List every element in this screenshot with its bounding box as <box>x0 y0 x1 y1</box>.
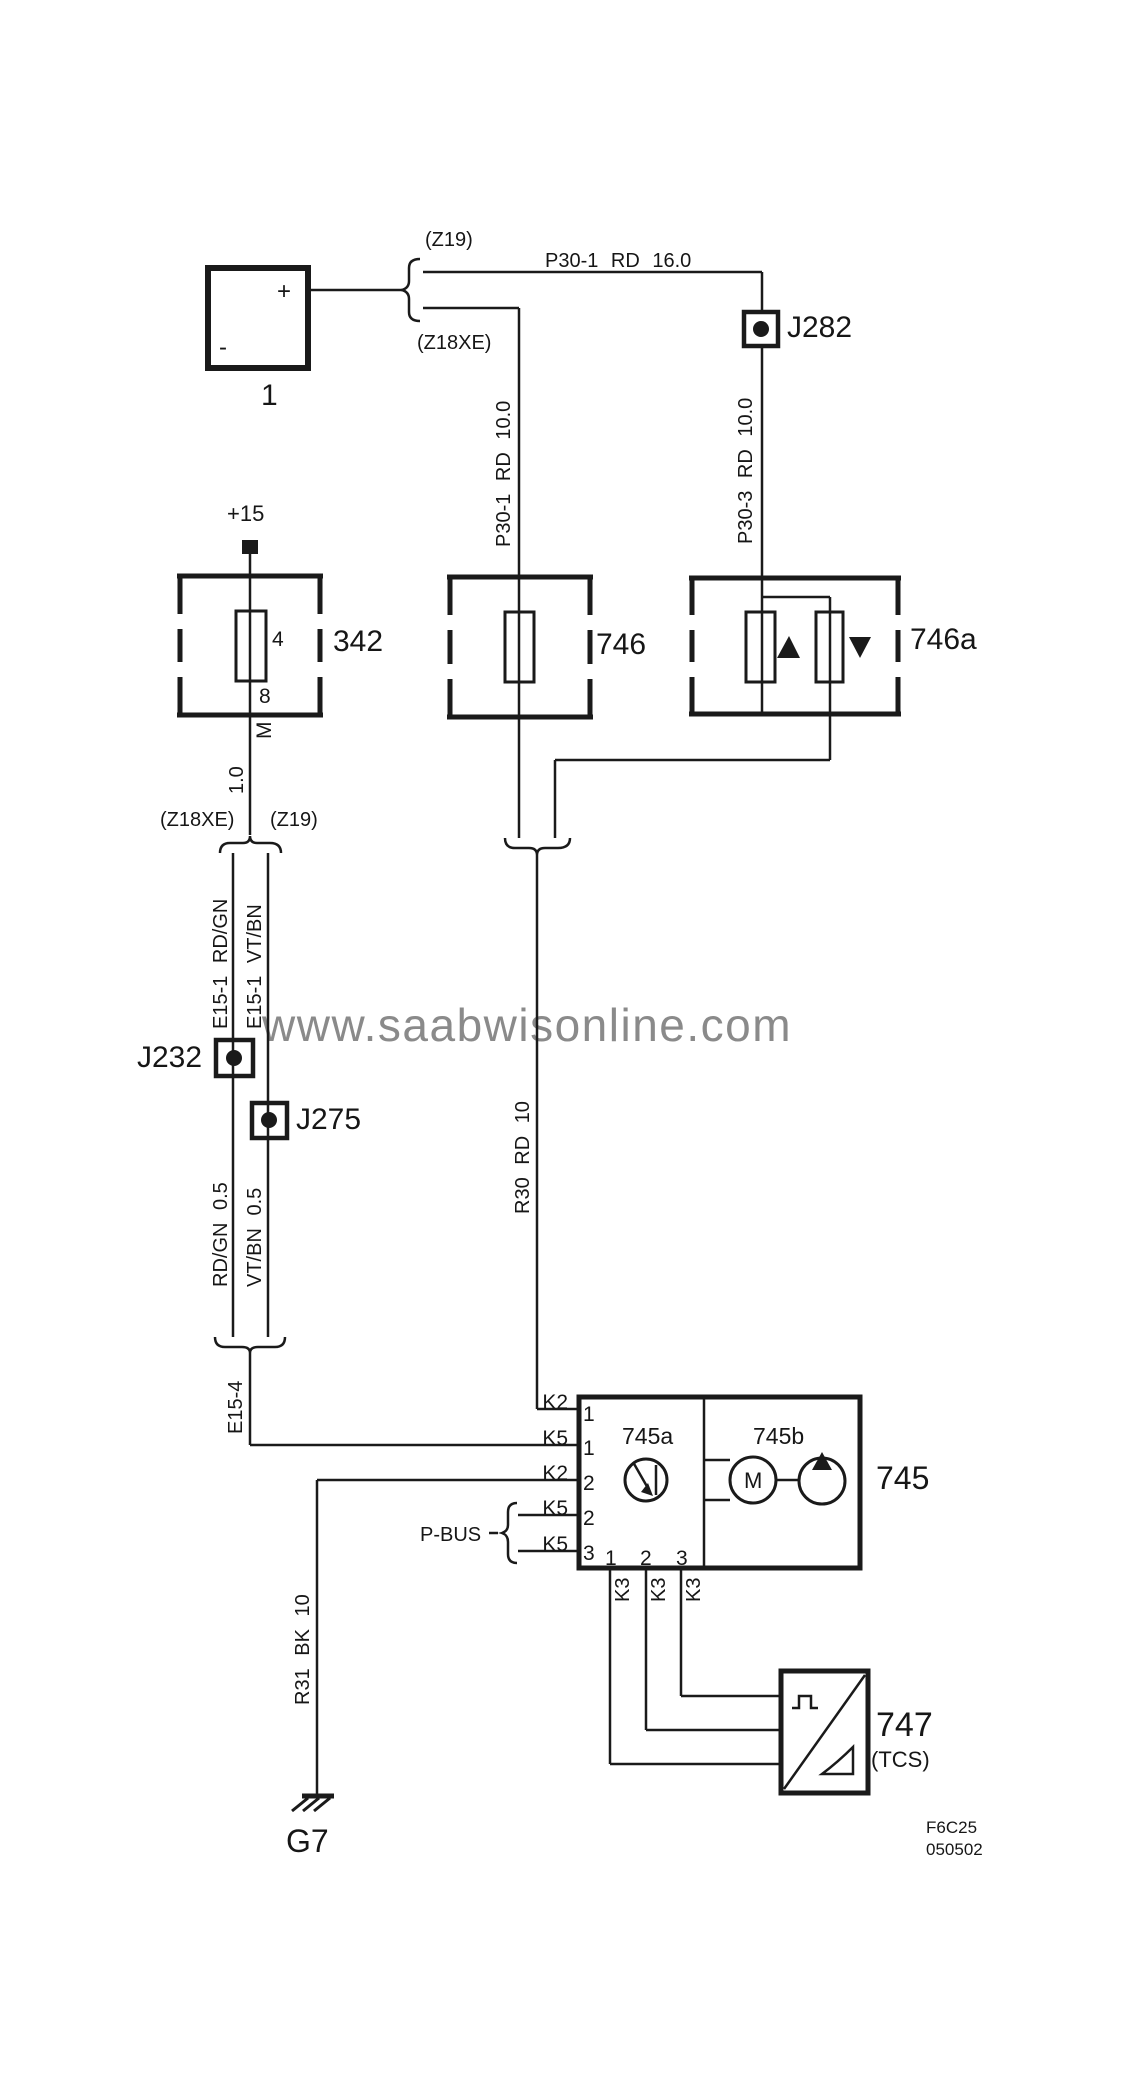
section-label-745b: 745b <box>753 1423 805 1449</box>
junction-j232 <box>213 1037 256 1079</box>
slip-ramp-icon <box>818 1743 855 1776</box>
relay-box-746a <box>689 575 901 760</box>
wire-label-p30-1-main: P30-1 RD 16.0 <box>545 250 692 272</box>
up-triangle-icon <box>777 636 800 658</box>
battery-id-label: 1 <box>261 379 278 412</box>
component-label-342: 342 <box>333 625 384 658</box>
pin-label-4: 4 <box>272 628 284 651</box>
split-brace-battery <box>397 257 421 323</box>
fuse-element-746 <box>503 610 536 684</box>
wire-label-p30-1-branch: P30-1 RD 10.0 <box>493 400 515 547</box>
down-triangle-icon <box>849 637 871 658</box>
pin-label-745-1b: 1 <box>583 1437 595 1460</box>
wire-e15-4 <box>248 1353 579 1447</box>
component-label-746a: 746a <box>910 623 977 656</box>
battery-plus-label: + <box>277 278 292 305</box>
wire-p30-1-main <box>423 270 764 578</box>
wire-r30 <box>535 855 579 1411</box>
connector-label-k5-3: K5 <box>542 1533 568 1556</box>
pump-valve-symbol-745a <box>623 1457 669 1503</box>
ground-symbol-g7 <box>291 1793 334 1813</box>
wire-label-rdgn-05: RD/GN 0.5 <box>210 1182 232 1287</box>
variant-label-z19-top: (Z19) <box>425 229 473 251</box>
doc-date: 050502 <box>926 1840 983 1859</box>
connector-label-k3-1: K3 <box>612 1577 634 1602</box>
wire-label-vtbn-05: VT/BN 0.5 <box>244 1187 266 1287</box>
system-label-tcs: (TCS) <box>871 1747 930 1772</box>
pin-label-745-2b: 2 <box>583 1507 595 1530</box>
section-label-745a: 745a <box>622 1423 674 1449</box>
connector-label-k2-1: K2 <box>542 1391 568 1414</box>
p-bus-label: P-BUS <box>420 1524 482 1546</box>
pin-label-745-bottom-1: 1 <box>605 1547 617 1570</box>
connector-label-k3-3: K3 <box>683 1577 705 1602</box>
pump-triangle-icon <box>812 1452 832 1470</box>
terminal-15-label: +15 <box>227 501 265 526</box>
wire-label-e15-1-rdgn: E15-1 RD/GN <box>210 898 232 1029</box>
pin-label-745-3: 3 <box>583 1542 595 1565</box>
wire-label-e15-1-vtbn: E15-1 VT/BN <box>244 904 266 1029</box>
wire-label-r30: R30 RD 10 <box>512 1101 534 1214</box>
doc-code: F6C25 <box>926 1818 978 1837</box>
component-label-747: 747 <box>876 1706 933 1744</box>
pin-label-8: 8 <box>259 685 271 708</box>
wire-label-r31: R31 BK 10 <box>292 1594 314 1705</box>
wire-label-p30-3: P30-3 RD 10.0 <box>735 397 757 544</box>
component-label-745: 745 <box>876 1460 930 1496</box>
pin-label-745-1a: 1 <box>583 1403 595 1426</box>
pin-label-745-bottom-3: 3 <box>676 1547 688 1570</box>
ground-label-g7: G7 <box>286 1823 329 1859</box>
hydraulic-unit-745 <box>576 1394 863 1571</box>
variant-label-z18xe-mid: (Z18XE) <box>160 809 235 831</box>
connector-label-k5-2: K5 <box>542 1497 568 1520</box>
fuse-box-342 <box>177 573 323 718</box>
wire-label-e15-4: E15-4 <box>225 1380 247 1434</box>
watermark-text: www.saabwisonline.com <box>262 999 793 1051</box>
junction-j282 <box>741 309 781 349</box>
fuse-element-746a-right <box>814 610 845 684</box>
fuse-element-342 <box>234 609 268 683</box>
p-bus-wires <box>489 1513 579 1553</box>
pin-label-745-2a: 2 <box>583 1472 595 1495</box>
junction-j275 <box>249 1100 290 1141</box>
tcs-module-747 <box>778 1668 871 1796</box>
motor-m-label: M <box>744 1468 763 1493</box>
joint-label-j282: J282 <box>787 311 853 344</box>
merge-brace-e15-4 <box>213 1336 287 1354</box>
connector-label-k5-1: K5 <box>542 1427 568 1450</box>
wire-p30-1-branch <box>423 306 521 577</box>
connector-label-k2-2: K2 <box>542 1462 568 1485</box>
wire-r31 <box>315 1478 579 1794</box>
variant-label-z18xe-top: (Z18XE) <box>417 332 492 354</box>
joint-label-j232: J232 <box>137 1041 203 1074</box>
wire-label-1-0: 1.0 <box>226 766 248 794</box>
pulse-icon <box>792 1694 818 1710</box>
wires-e15-1 <box>231 853 270 1337</box>
wire-746a-out <box>553 758 830 838</box>
connector-label-m: M <box>253 721 276 740</box>
component-label-746: 746 <box>596 628 647 661</box>
motor-pump-symbol-745b <box>704 1452 847 1506</box>
pin-label-745-bottom-2: 2 <box>640 1547 652 1570</box>
battery-minus-label: - <box>219 334 227 361</box>
wires-k3 <box>608 1568 781 1766</box>
connector-label-k3-2: K3 <box>648 1577 670 1602</box>
split-brace-e15 <box>218 835 283 854</box>
battery-symbol <box>205 265 402 371</box>
p-bus-brace <box>498 1501 518 1565</box>
merge-brace-r30 <box>503 837 572 856</box>
joint-label-j275: J275 <box>296 1103 362 1136</box>
relay-box-746 <box>447 574 593 720</box>
variant-label-z19-mid: (Z19) <box>270 809 318 831</box>
fuse-element-746a-left <box>744 610 777 684</box>
terminal-15-symbol <box>242 540 258 576</box>
